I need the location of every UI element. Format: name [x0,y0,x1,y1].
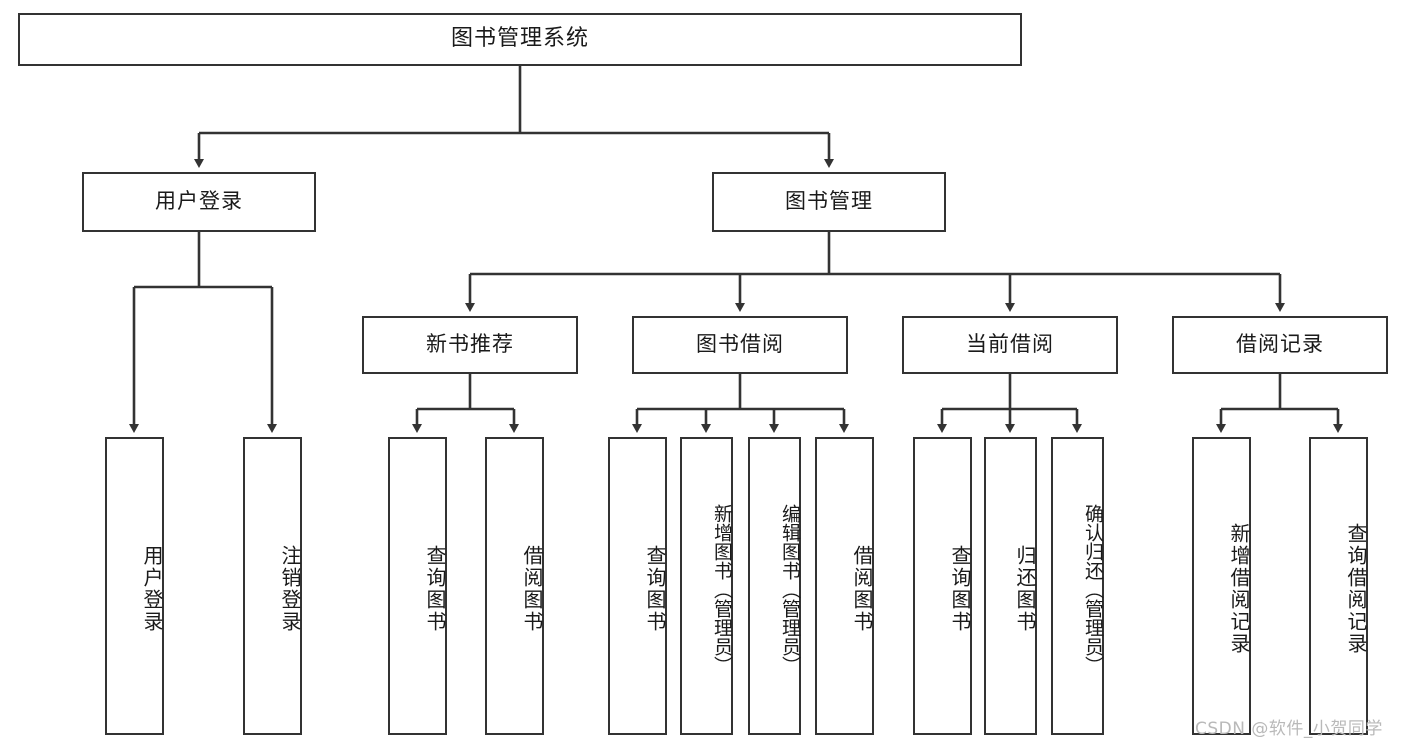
node-leaf-query-book-2[interactable]: 查询图书 [608,437,667,735]
node-leaf-add-book[interactable]: 新增图书（管理员） [680,437,733,735]
csdn-watermark: CSDN @软件_小贺同学 [1195,719,1383,739]
node-label: 当前借阅 [966,332,1054,357]
node-borrow-record[interactable]: 借阅记录 [1172,316,1388,374]
node-label: 图书管理系统 [450,26,589,52]
node-label: 借阅图书 [850,545,874,633]
node-leaf-user-login[interactable]: 用户登录 [105,437,164,735]
node-leaf-confirm-return[interactable]: 确认归还（管理员） [1051,437,1104,735]
node-leaf-add-record[interactable]: 新增借阅记录 [1192,437,1251,735]
node-leaf-query-record[interactable]: 查询借阅记录 [1309,437,1368,735]
node-label: 编辑图书（管理员） [779,503,801,675]
node-leaf-query-book-3[interactable]: 查询图书 [913,437,972,735]
node-label: 借阅记录 [1236,332,1324,357]
node-label: 确认归还（管理员） [1082,503,1104,675]
node-current-borrow[interactable]: 当前借阅 [902,316,1118,374]
node-label: 新增图书（管理员） [711,503,733,675]
node-leaf-return-book[interactable]: 归还图书 [984,437,1037,735]
node-label: 查询图书 [948,545,972,633]
node-new-book-rec[interactable]: 新书推荐 [362,316,578,374]
node-leaf-logout[interactable]: 注销登录 [243,437,302,735]
node-root-system[interactable]: 图书管理系统 [18,13,1022,66]
node-label: 查询借阅记录 [1344,523,1368,655]
node-label: 注销登录 [278,545,302,633]
node-leaf-edit-book[interactable]: 编辑图书（管理员） [748,437,801,735]
node-label: 查询图书 [643,545,667,633]
node-leaf-borrow-book-1[interactable]: 借阅图书 [485,437,544,735]
node-label: 归还图书 [1013,545,1037,633]
node-label: 借阅图书 [520,545,544,633]
node-book-manage[interactable]: 图书管理 [712,172,946,232]
node-book-borrow[interactable]: 图书借阅 [632,316,848,374]
node-label: 新书推荐 [426,332,514,357]
node-user-login[interactable]: 用户登录 [82,172,316,232]
node-label: 新增借阅记录 [1227,523,1251,655]
node-leaf-query-book-1[interactable]: 查询图书 [388,437,447,735]
node-label: 查询图书 [423,545,447,633]
node-label: 用户登录 [140,545,164,633]
node-label: 图书借阅 [696,332,784,357]
node-leaf-borrow-book-2[interactable]: 借阅图书 [815,437,874,735]
node-label: 用户登录 [155,189,243,214]
node-label: 图书管理 [785,189,873,214]
